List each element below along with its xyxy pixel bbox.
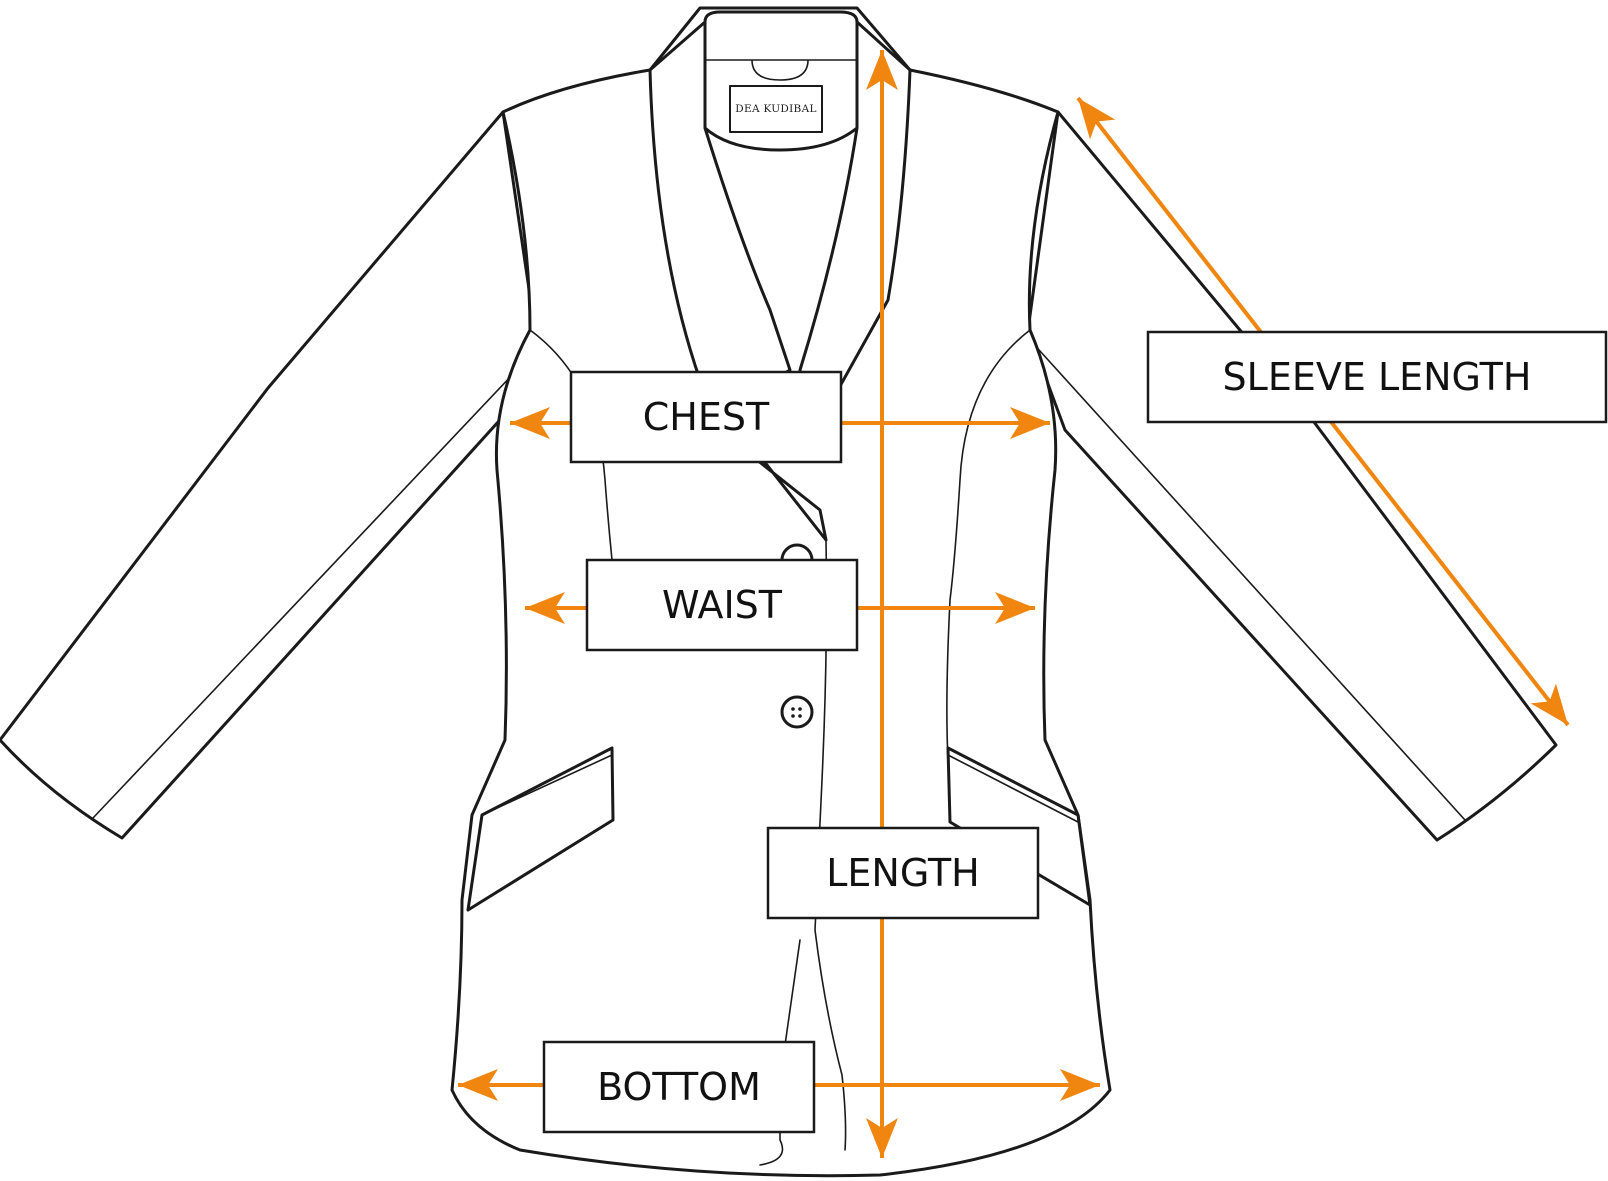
right-princess-seam — [946, 329, 1031, 761]
left-pocket-flap — [466, 746, 615, 912]
bottom-arrow-left-head — [458, 1069, 498, 1101]
bottom-arrow-right — [814, 1069, 1100, 1101]
chest-label: CHEST — [569, 370, 843, 464]
waist-label-text: WAIST — [662, 583, 783, 627]
bottom-arrow-left — [458, 1069, 544, 1101]
bottom-label-text: BOTTOM — [597, 1065, 761, 1109]
right-sleeve — [1026, 110, 1558, 842]
left-lapel — [648, 20, 828, 542]
length-label: LENGTH — [766, 826, 1040, 920]
length-arrow-head — [866, 50, 898, 90]
right-pocket-flap — [946, 746, 1092, 907]
chest-arrow-right-head — [1010, 407, 1050, 439]
sleeve-length-arrow-head — [1530, 683, 1568, 725]
chest-label-text: CHEST — [643, 395, 770, 439]
left-sleeve-seam — [92, 372, 515, 819]
waist-arrow-left-head — [525, 592, 565, 624]
sleeve-length-label-text: SLEEVE LENGTH — [1223, 355, 1532, 399]
brand-tag-text: DEA KUDIBAL — [735, 103, 816, 115]
chest-arrow-left-head — [510, 407, 550, 439]
sleeve-length-label: SLEEVE LENGTH — [1146, 330, 1608, 424]
button-bottom — [780, 695, 814, 729]
bottom-arrow-right-head — [1060, 1069, 1100, 1101]
length-arrow-head — [866, 1118, 898, 1158]
right-sleeve-seam — [1029, 339, 1466, 821]
length-label-text: LENGTH — [826, 851, 979, 895]
length-arrow — [866, 50, 898, 1158]
right-pocket-welt — [947, 754, 1079, 823]
waist-label: WAIST — [585, 558, 859, 652]
brand-tag: DEA KUDIBAL — [729, 85, 823, 133]
neck-curve — [704, 59, 858, 81]
sleeve-length-arrow-head — [1078, 98, 1116, 140]
left-sleeve — [0, 110, 537, 840]
chest-arrow-right — [841, 407, 1050, 439]
waist-arrow-right — [857, 592, 1035, 624]
bottom-label: BOTTOM — [542, 1040, 816, 1134]
left-pocket-welt — [481, 754, 613, 816]
waist-arrow-right-head — [995, 592, 1035, 624]
waist-arrow-left — [525, 592, 587, 624]
chest-arrow-left — [510, 407, 571, 439]
